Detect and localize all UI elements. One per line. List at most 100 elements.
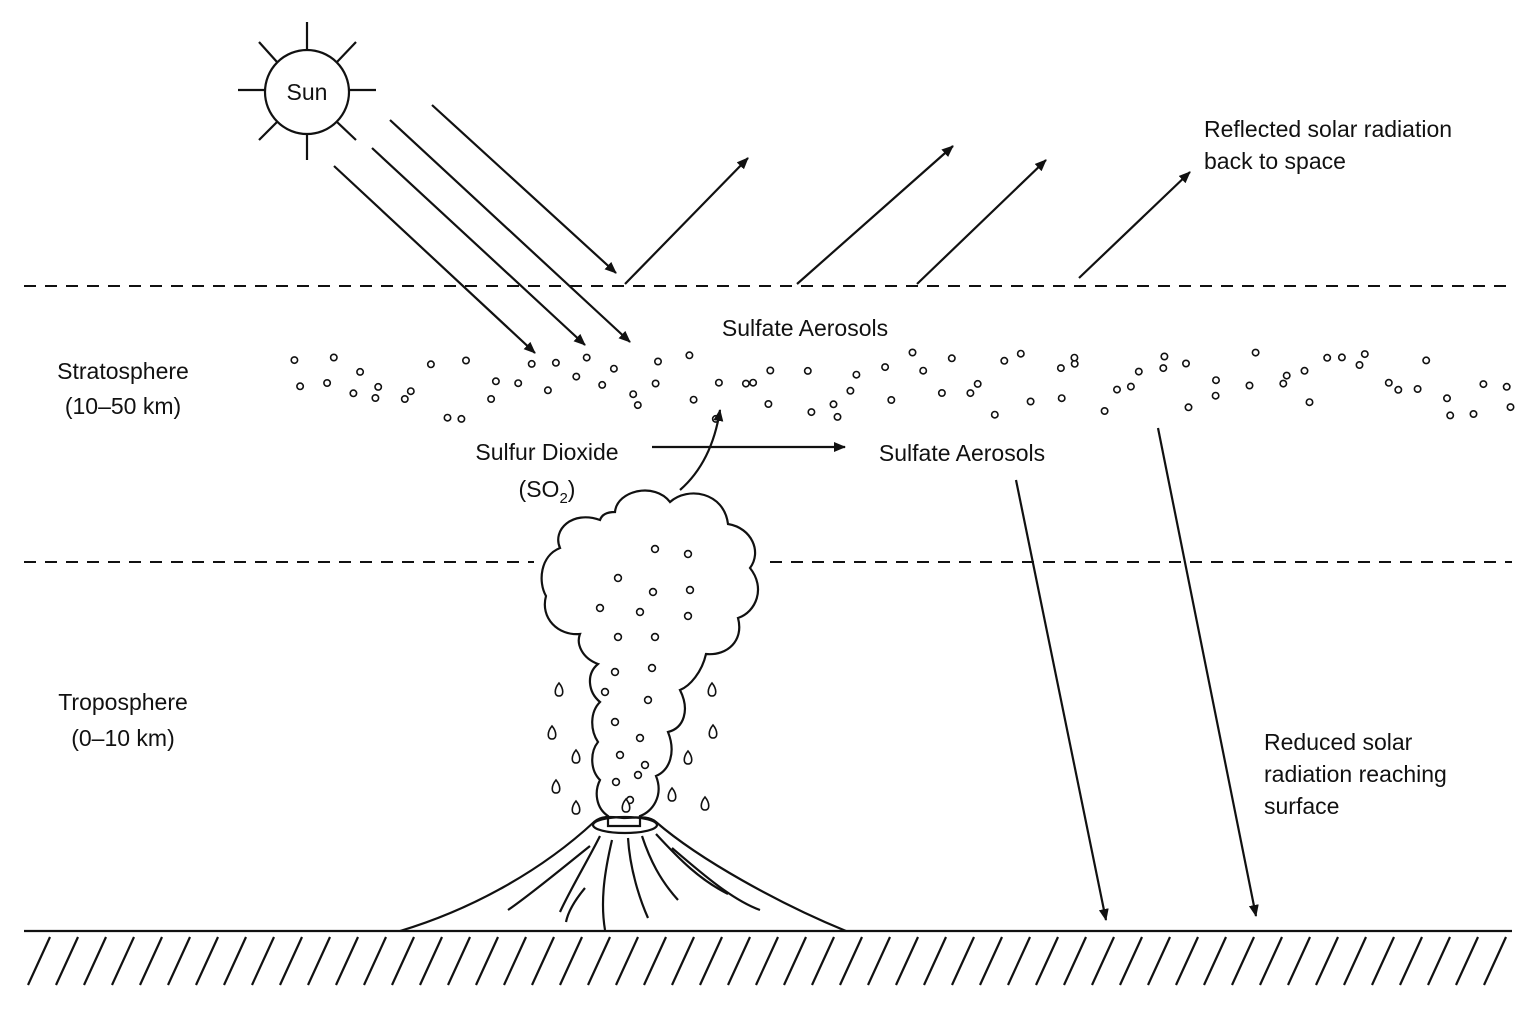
sun-icon	[238, 22, 376, 160]
aerosol-particle	[1184, 403, 1193, 412]
ground-hatch-line	[475, 936, 499, 986]
aerosol-particle	[1384, 378, 1393, 387]
ground-hatch-line	[1315, 936, 1339, 986]
troposphere-altitude-label: (0–10 km)	[71, 725, 175, 751]
ground-hatch-line	[391, 936, 415, 986]
aerosol-particle	[651, 379, 660, 388]
plume-particle	[613, 632, 623, 642]
aerosol-particle	[1182, 359, 1191, 368]
aerosol-particle	[443, 413, 452, 422]
aerosol-particle	[1446, 411, 1455, 420]
incoming-solar-rays	[333, 104, 631, 354]
aerosol-particle	[514, 379, 523, 388]
sulfate-aerosol-band	[290, 348, 1515, 423]
ground-hatch-line	[83, 936, 107, 986]
plume-particle	[643, 695, 653, 705]
aerosol-particle	[1422, 356, 1431, 365]
ground-hatch-line	[139, 936, 163, 986]
ash-drop	[621, 797, 631, 813]
aerosol-particle	[1160, 352, 1169, 361]
aerosol-particle	[881, 363, 890, 372]
plume-particle	[613, 573, 623, 583]
aerosol-particle	[329, 353, 338, 362]
aerosol-particle	[1506, 403, 1515, 412]
ground-hatch-line	[1035, 936, 1059, 986]
plume-particle	[633, 770, 643, 780]
aerosol-particle	[829, 400, 838, 409]
aerosol-particle	[803, 366, 812, 375]
plume-particle	[615, 750, 625, 760]
aerosol-particle	[1057, 394, 1066, 403]
aerosol-particle	[653, 357, 662, 366]
ground-hatch-line	[671, 936, 695, 986]
ash-drop	[571, 799, 581, 815]
ground-hatch-line	[1231, 936, 1255, 986]
aerosol-particle	[551, 358, 560, 367]
aerosol-particle	[766, 366, 775, 375]
ground-hatch-line	[1399, 936, 1423, 986]
ground-hatch-line	[1343, 936, 1367, 986]
aerosol-particle	[1113, 385, 1122, 394]
aerosol-particle	[1245, 381, 1254, 390]
aerosol-particle	[1000, 356, 1009, 365]
ash-drop	[547, 724, 557, 740]
plume-particle	[610, 717, 620, 727]
aerosol-particle	[1323, 353, 1332, 362]
plume-particle	[685, 585, 695, 595]
aerosol-particle	[947, 354, 956, 363]
sun-label: Sun	[287, 79, 328, 105]
aerosol-particle	[1469, 409, 1478, 418]
aerosol-particle	[908, 348, 917, 357]
ground-hatch-line	[1147, 936, 1171, 986]
ground-hatch-line	[335, 936, 359, 986]
ground-hatch-line	[1483, 936, 1507, 986]
aerosol-particle	[919, 366, 928, 375]
transmitted-solar-rays	[1014, 427, 1259, 921]
sulfate-aerosols-layer-label: Sulfate Aerosols	[722, 315, 888, 341]
aerosol-particle	[685, 351, 694, 360]
ground-hatch-line	[867, 936, 891, 986]
aerosol-particle	[1282, 371, 1291, 380]
aerosol-particle	[406, 387, 415, 396]
aerosol-particle	[491, 377, 500, 386]
aerosol-particle	[846, 386, 855, 395]
ground-hatch-line	[447, 936, 471, 986]
aerosol-particle	[374, 382, 383, 391]
reflected-label-line1: Reflected solar radiation	[1204, 116, 1452, 142]
ground-hatch-line	[195, 936, 219, 986]
ash-drop	[667, 786, 677, 802]
aerosol-particle	[1337, 353, 1346, 362]
aerosol-particle	[323, 378, 332, 387]
aerosol-particle	[1070, 353, 1079, 362]
aerosol-particle	[973, 379, 982, 388]
aerosol-particle	[426, 360, 435, 369]
aerosol-particle	[1355, 360, 1364, 369]
reflected-solar-rays	[624, 145, 1191, 285]
ground-hatch-line	[1119, 936, 1143, 986]
stratosphere-altitude-label: (10–50 km)	[65, 393, 181, 419]
aerosol-particle	[457, 414, 466, 423]
aerosol-particle	[807, 408, 816, 417]
ground-hatch-line	[783, 936, 807, 986]
aerosol-particle	[1126, 382, 1135, 391]
ground-hatch-line	[111, 936, 135, 986]
aerosol-particle	[689, 395, 698, 404]
plume-particle	[611, 777, 621, 787]
aerosol-particle	[1360, 350, 1369, 359]
aerosol-particle	[572, 372, 581, 381]
ground-hatch-line	[587, 936, 611, 986]
plume-particle	[683, 611, 693, 621]
plume-particle	[635, 733, 645, 743]
aerosol-particle	[290, 356, 299, 365]
aerosol-particle	[1026, 397, 1035, 406]
ground-hatch-line	[643, 936, 667, 986]
ground-hatch-line	[1203, 936, 1227, 986]
aerosol-particle	[598, 380, 607, 389]
aerosol-particle	[1211, 391, 1220, 400]
ground-hatch-line	[923, 936, 947, 986]
aerosol-particle	[852, 370, 861, 379]
aerosol-particle	[629, 390, 638, 399]
ash-drop	[571, 748, 581, 764]
aerosol-particle	[609, 364, 618, 373]
